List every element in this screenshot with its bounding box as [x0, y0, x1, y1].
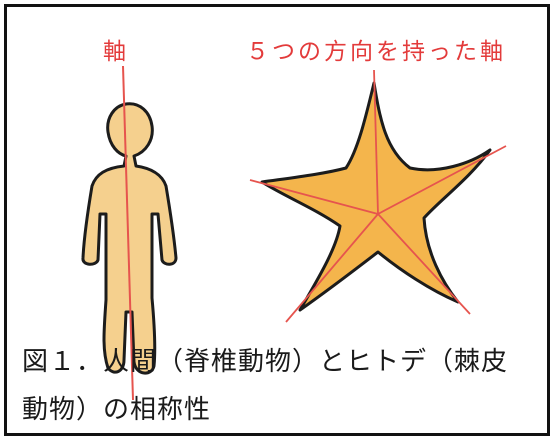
- starfish-axis-top: [373, 69, 379, 215]
- starfish-axis-right: [377, 145, 507, 215]
- starfish-figure: [249, 69, 507, 323]
- starfish-axis-bottom-right: [377, 213, 471, 315]
- starfish-axis-left: [249, 179, 379, 215]
- starfish-axis-bottom-left: [285, 213, 379, 323]
- human-figure: [81, 65, 178, 401]
- starfish-axis-lines: [249, 69, 507, 323]
- caption-line-2: 動物）の相称性: [22, 395, 212, 425]
- human-axis-line: [122, 65, 134, 401]
- caption-line-1: 図１．人間（脊椎動物）とヒトデ（棘皮: [22, 347, 509, 377]
- axis-label: 軸: [103, 39, 128, 65]
- human-body: [81, 102, 178, 375]
- five-axes-label: ５つの方向を持った軸: [246, 39, 506, 65]
- figure-caption: 図１．人間（脊椎動物）とヒトデ（棘皮 動物）の相称性: [22, 338, 542, 434]
- starfish-body: [260, 81, 492, 312]
